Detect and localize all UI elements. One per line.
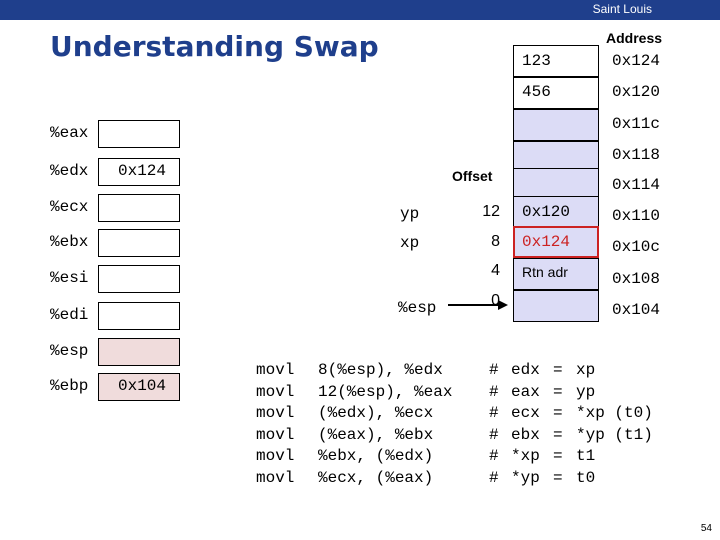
offset-12: 12 bbox=[482, 203, 500, 220]
register-box-ebx bbox=[98, 229, 180, 257]
code-operand: %ecx, (%eax) bbox=[318, 468, 434, 487]
register-name-edi: %edi bbox=[50, 306, 89, 324]
code-opcodes: movl movl movl movl movl movl bbox=[256, 360, 294, 489]
code-rhs: *yp (t1) bbox=[576, 425, 653, 444]
memory-cell-0x120 bbox=[513, 77, 599, 109]
page-number: 54 bbox=[700, 523, 712, 534]
address-0x11c: 0x11c bbox=[612, 115, 661, 133]
offset-header: Offset bbox=[452, 168, 493, 184]
code-operand: (%edx), %ecx bbox=[318, 404, 434, 422]
code-op: movl bbox=[256, 361, 295, 379]
address-header: Address bbox=[606, 30, 663, 46]
address-0x104: 0x104 bbox=[612, 301, 661, 319]
code-comment-lhs: edx eax ecx ebx *xp *yp bbox=[511, 360, 540, 489]
register-box-eax bbox=[98, 120, 180, 148]
code-op: movl bbox=[256, 447, 295, 465]
label-xp: xp bbox=[400, 234, 420, 252]
memory-cell-0x104 bbox=[513, 290, 599, 322]
memory-cell-0x108 bbox=[513, 258, 599, 290]
register-value-edx: 0x124 bbox=[118, 162, 167, 180]
esp-pointer-arrow-icon bbox=[448, 300, 508, 310]
code-hash: # bbox=[489, 425, 499, 444]
code-operand: %ebx, (%edx) bbox=[318, 447, 434, 465]
header-bar: Saint Louis bbox=[0, 0, 720, 20]
code-hash: # bbox=[489, 404, 499, 422]
address-0x10c: 0x10c bbox=[612, 238, 661, 256]
register-box-esi bbox=[98, 265, 180, 293]
register-name-esi: %esi bbox=[50, 269, 89, 287]
code-hash: # bbox=[489, 468, 499, 487]
code-lhs: ecx bbox=[511, 404, 540, 422]
register-name-eax: %eax bbox=[50, 124, 89, 142]
memory-value-0x120: 456 bbox=[522, 83, 551, 101]
address-0x114: 0x114 bbox=[612, 176, 661, 194]
code-op: movl bbox=[256, 382, 295, 401]
code-rhs: t0 bbox=[576, 468, 596, 487]
code-op: movl bbox=[256, 468, 295, 487]
memory-value-0x108: Rtn adr bbox=[522, 264, 568, 280]
offset-4: 4 bbox=[491, 262, 500, 279]
slide-title: Understanding Swap bbox=[50, 30, 379, 63]
register-box-esp bbox=[98, 338, 180, 366]
code-rhs: t1 bbox=[576, 447, 596, 465]
school-name: Saint Louis bbox=[592, 2, 652, 16]
code-operand: (%eax), %ebx bbox=[318, 425, 434, 444]
register-box-edi bbox=[98, 302, 180, 330]
code-lhs: ebx bbox=[511, 425, 540, 444]
memory-cell-0x114 bbox=[513, 168, 599, 200]
register-value-ebp: 0x104 bbox=[118, 377, 167, 395]
address-0x120: 0x120 bbox=[612, 83, 661, 101]
memory-cell-0x124 bbox=[513, 45, 599, 77]
code-comment-marks: # # # # # # bbox=[489, 360, 499, 489]
code-op: movl bbox=[256, 404, 295, 422]
code-eq: = bbox=[553, 382, 563, 401]
code-hash: # bbox=[489, 382, 499, 401]
code-eq: = bbox=[553, 404, 563, 422]
code-lhs: eax bbox=[511, 382, 540, 401]
code-operand: 12(%esp), %eax bbox=[318, 382, 453, 401]
memory-cell-0x11c bbox=[513, 109, 599, 141]
label-esp: %esp bbox=[398, 299, 437, 317]
code-lhs: edx bbox=[511, 361, 540, 379]
code-eq: = bbox=[553, 468, 563, 487]
code-op: movl bbox=[256, 425, 295, 444]
code-hash: # bbox=[489, 447, 499, 465]
memory-cell-0x118 bbox=[513, 141, 599, 173]
register-name-ebp: %ebp bbox=[50, 377, 89, 395]
offset-8: 8 bbox=[491, 233, 500, 250]
code-rhs: xp bbox=[576, 361, 596, 379]
code-comment-eq: = = = = = = bbox=[553, 360, 563, 489]
code-lhs: *yp bbox=[511, 468, 540, 487]
register-name-esp: %esp bbox=[50, 342, 89, 360]
register-name-edx: %edx bbox=[50, 162, 89, 180]
memory-value-0x110: 0x120 bbox=[522, 203, 571, 221]
code-operands: 8(%esp), %edx 12(%esp), %eax (%edx), %ec… bbox=[318, 360, 452, 489]
address-0x108: 0x108 bbox=[612, 270, 661, 288]
register-box-ebp bbox=[98, 373, 180, 401]
label-yp: yp bbox=[400, 205, 420, 223]
register-box-ecx bbox=[98, 194, 180, 222]
code-rhs: *xp (t0) bbox=[576, 404, 653, 422]
memory-cell-0x10c bbox=[513, 226, 599, 258]
memory-cell-0x110 bbox=[513, 196, 599, 228]
register-name-ecx: %ecx bbox=[50, 198, 89, 216]
address-0x110: 0x110 bbox=[612, 207, 661, 225]
address-0x118: 0x118 bbox=[612, 146, 661, 164]
code-eq: = bbox=[553, 447, 563, 465]
register-box-edx bbox=[98, 158, 180, 186]
code-hash: # bbox=[489, 361, 499, 379]
code-rhs: yp bbox=[576, 382, 596, 401]
code-eq: = bbox=[553, 361, 563, 379]
register-name-ebx: %ebx bbox=[50, 233, 89, 251]
code-lhs: *xp bbox=[511, 447, 540, 465]
code-comment-rhs: xp yp *xp (t0) *yp (t1) t1 t0 bbox=[576, 360, 653, 489]
code-eq: = bbox=[553, 425, 563, 444]
address-0x124: 0x124 bbox=[612, 52, 661, 70]
code-operand: 8(%esp), %edx bbox=[318, 361, 443, 379]
memory-value-0x124: 123 bbox=[522, 52, 551, 70]
memory-value-0x10c: 0x124 bbox=[522, 233, 571, 251]
offset-0: 0 bbox=[491, 292, 500, 309]
